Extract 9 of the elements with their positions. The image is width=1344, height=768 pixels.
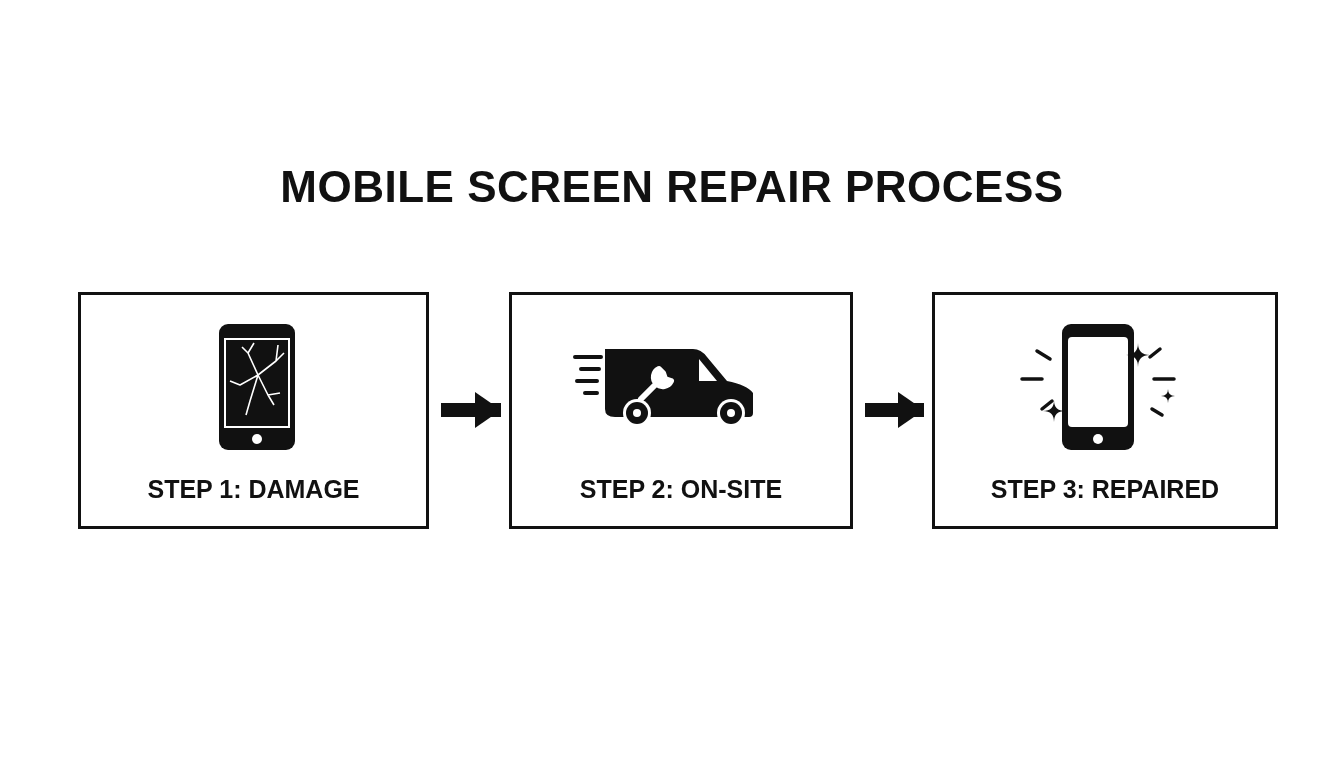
step-box [509,292,853,529]
step-box [932,292,1278,529]
step-label: STEP 3: REPAIRED [990,475,1220,504]
arrow [865,392,924,428]
diagram-title: MOBILE SCREEN REPAIR PROCESS [279,162,1065,212]
arrow [441,392,501,428]
step-label: STEP 2: ON-SITE [579,475,783,504]
step-box [78,292,429,529]
step-label: STEP 1: DAMAGE [147,475,360,504]
